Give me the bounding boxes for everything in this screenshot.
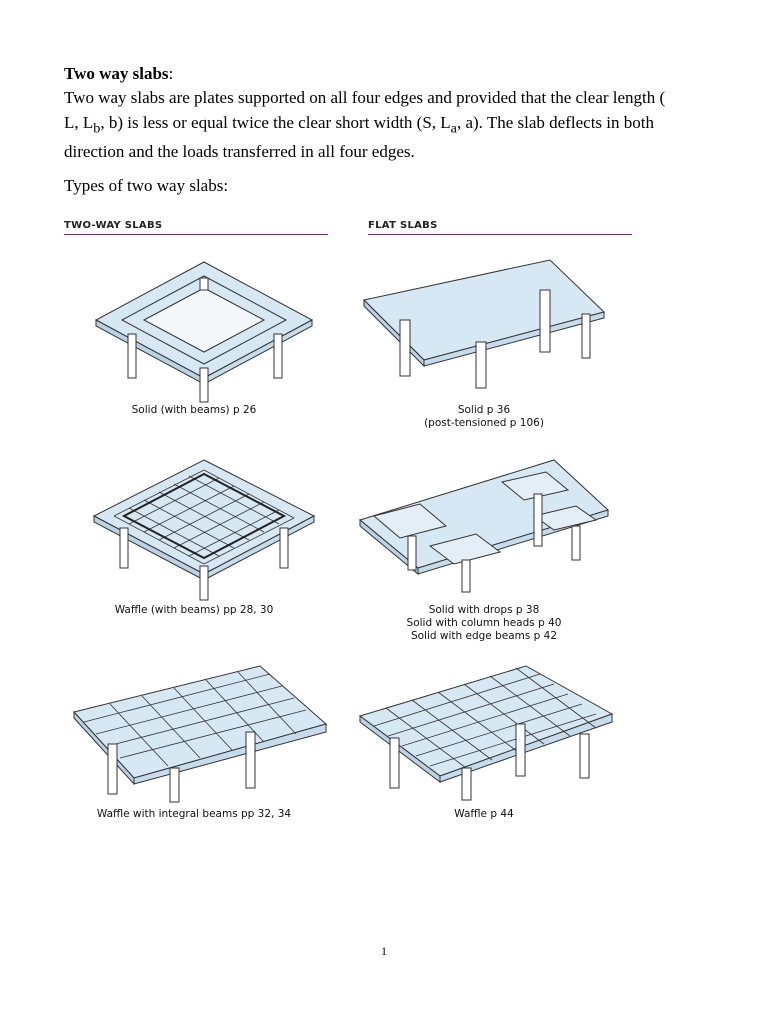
- para-text-4: , a). The slab deflects in both: [456, 112, 654, 132]
- waffle-with-beams-illustration: [92, 459, 316, 601]
- heading-colon: :: [168, 64, 174, 83]
- definition-paragraph: Two way slabs are plates supported on al…: [64, 86, 704, 165]
- two-way-slabs-header: TWO-WAY SLABS: [64, 220, 163, 231]
- caption-waffle: Waffle p 44: [364, 808, 604, 821]
- caption-waffle-with-beams: Waffle (with beams) pp 28, 30: [74, 604, 314, 617]
- caption-solid: Solid p 36(post-tensioned p 106): [364, 404, 604, 430]
- types-label: Types of two way slabs:: [64, 176, 229, 195]
- two-way-slabs-rule: [64, 234, 328, 235]
- solid-flat-slab-illustration: [362, 259, 605, 389]
- caption-line: Solid with column heads p 40: [406, 617, 562, 629]
- caption-line: Waffle p 44: [454, 808, 514, 820]
- para-line-1: Two way slabs are plates supported on al…: [64, 88, 666, 107]
- solid-with-beams-illustration: [94, 261, 314, 403]
- waffle-integral-beams-illustration: [73, 665, 328, 803]
- flat-slabs-header: FLAT SLABS: [368, 220, 438, 231]
- caption-line: Solid with edge beams p 42: [410, 630, 558, 642]
- subscript-b: b: [93, 119, 101, 136]
- section-heading: Two way slabs:: [64, 64, 173, 84]
- caption-line: Waffle with integral beams pp 32, 34: [96, 808, 292, 820]
- caption-solid-with-beams: Solid (with beams) p 26: [74, 404, 314, 417]
- flat-slabs-rule: [368, 234, 632, 235]
- caption-line: Solid with drops p 38: [428, 604, 540, 616]
- caption-line: Solid (with beams) p 26: [131, 404, 257, 416]
- para-line-3: direction and the loads transferred in a…: [64, 142, 415, 162]
- waffle-flat-slab-illustration: [358, 665, 614, 801]
- para-text-3: , b) is less or equal twice the clear sh…: [100, 112, 451, 132]
- caption-waffle-integral-beams: Waffle with integral beams pp 32, 34: [74, 808, 314, 821]
- heading-title: Two way slabs: [64, 64, 169, 83]
- caption-line: Solid p 36: [457, 404, 511, 416]
- caption-line: Waffle (with beams) pp 28, 30: [114, 604, 274, 616]
- slab-types-figure: TWO-WAY SLABS FLAT SLABS Solid (with bea…: [64, 212, 644, 842]
- subscript-a: a: [450, 119, 457, 136]
- page-number: 1: [381, 944, 387, 958]
- caption-line: (post-tensioned p 106): [424, 417, 544, 429]
- para-text-2: L, L: [64, 112, 94, 132]
- solid-with-drops-illustration: [358, 459, 609, 593]
